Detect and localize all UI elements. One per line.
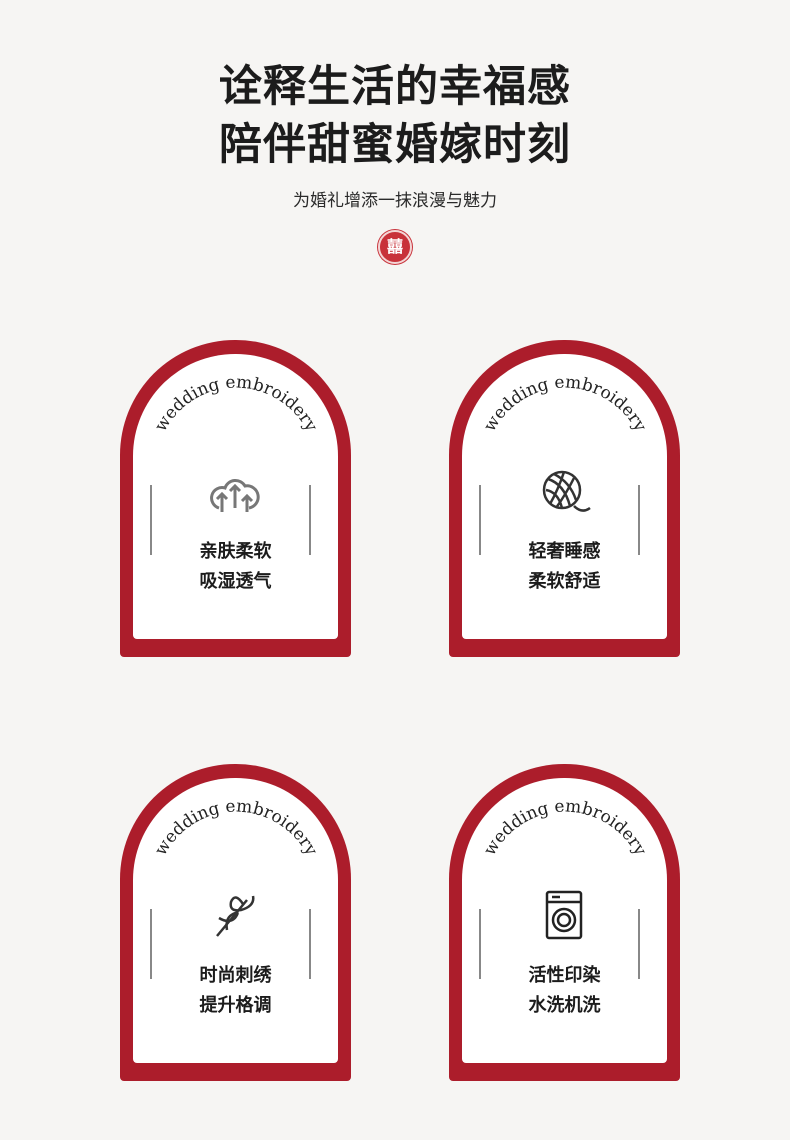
svg-text:wedding embroidery: wedding embroidery <box>151 372 321 435</box>
divider-right <box>309 485 311 555</box>
divider-right <box>638 485 640 555</box>
arc-text: wedding embroidery <box>151 796 321 859</box>
divider-left <box>150 485 152 555</box>
divider-left <box>479 909 481 979</box>
feature-line-1: 轻奢睡感 <box>528 541 601 562</box>
feature-line-2: 水洗机洗 <box>528 995 601 1016</box>
feature-card-yarn: wedding embroidery 轻奢睡感柔软舒适 <box>449 340 680 657</box>
arc-text: wedding embroidery <box>151 372 321 435</box>
divider-right <box>309 909 311 979</box>
feature-line-2: 柔软舒适 <box>528 571 601 592</box>
divider-right <box>638 909 640 979</box>
svg-text:wedding embroidery: wedding embroidery <box>480 372 650 435</box>
arc-text: wedding embroidery <box>480 796 650 859</box>
yarn-ball-icon <box>542 470 591 512</box>
title-line-2: 陪伴甜蜜婚嫁时刻 <box>219 120 571 170</box>
divider-left <box>479 485 481 555</box>
feature-line-2: 吸湿透气 <box>199 571 272 592</box>
feature-line-1: 时尚刺绣 <box>199 965 272 986</box>
svg-text:wedding embroidery: wedding embroidery <box>480 796 650 859</box>
feature-line-1: 活性印染 <box>528 965 601 986</box>
divider-left <box>150 909 152 979</box>
feature-line-1: 亲肤柔软 <box>199 541 272 562</box>
feature-line-2: 提升格调 <box>199 995 272 1016</box>
title-line-1: 诠释生活的幸福感 <box>219 62 571 112</box>
arc-text: wedding embroidery <box>480 372 650 435</box>
feature-card-embroidery: wedding embroidery 时尚刺绣提升格调 <box>120 764 351 1081</box>
feature-card-washing: wedding embroidery 活性印染水洗机洗 <box>449 764 680 1081</box>
needle-thread-icon <box>216 895 255 937</box>
washing-machine-icon <box>545 890 583 940</box>
double-happiness-seal-icon: 囍 <box>378 230 412 264</box>
feature-card-cotton: wedding embroidery 亲肤柔软吸湿透气 <box>120 340 351 657</box>
subtitle: 为婚礼增添一抹浪漫与魅力 <box>293 191 497 211</box>
svg-text:wedding embroidery: wedding embroidery <box>151 796 321 859</box>
cotton-tree-icon <box>210 479 260 512</box>
